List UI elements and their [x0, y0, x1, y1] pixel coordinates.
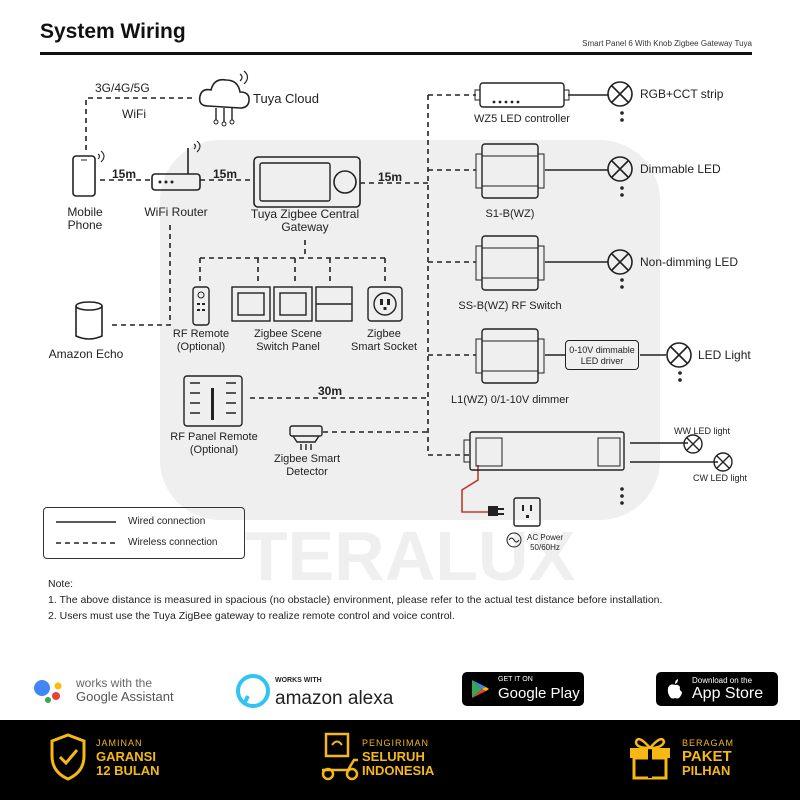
appstore-small: Download on the [692, 676, 753, 685]
amazon-echo-label: Amazon Echo [48, 347, 124, 361]
dimmable-lamp-icon [607, 156, 633, 182]
alexa-icon [236, 674, 270, 708]
gplay-big: Google Play [498, 685, 580, 702]
s1b-dimmer-icon [475, 143, 545, 199]
watermark-text: TERALUX [245, 517, 576, 595]
distance-phone-router: 15m [112, 167, 137, 181]
cw-lamp-icon [713, 452, 733, 472]
header-divider [40, 52, 752, 55]
distance-router-gateway: 15m [213, 167, 238, 181]
cloud-icon [198, 70, 250, 127]
distance-gateway-bus: 15m [378, 170, 403, 184]
note-line-1: 1. The above distance is measured in spa… [48, 594, 663, 606]
footer-shipping-l3: INDONESIA [362, 763, 435, 778]
rf-panel-remote-label: RF Panel Remote (Optional) [170, 431, 258, 456]
mobile-phone-icon [72, 150, 105, 197]
footer-package: BERAGAM PAKET PILHAN [682, 736, 734, 778]
nondim-led-label: Non-dimming LED [640, 255, 739, 269]
rgb-strip-label: RGB+CCT strip [640, 87, 724, 101]
wifi-label: WiFi [122, 107, 146, 121]
smart-detector-label: Zigbee Smart Detector [273, 453, 341, 478]
footer-bar: JAMINAN GARANSI 12 BULAN PENGIRIMAN SELU… [0, 720, 800, 800]
compatibility-badges: works with the Google Assistant WORKS WI… [0, 660, 800, 720]
amazon-echo-icon [75, 301, 103, 340]
google-play-icon [472, 680, 489, 698]
wifi-router-icon [151, 140, 201, 191]
shield-check-icon [50, 733, 86, 781]
footer-warranty-small: JAMINAN [96, 738, 143, 748]
ac-power-label: AC Power 50/60Hz [526, 533, 563, 552]
footer-package-small: BERAGAM [682, 738, 735, 748]
scene-switch-panel-icon [231, 286, 353, 322]
legend-wired: Wired connection [128, 516, 206, 527]
footer-package-l3: PILHAN [682, 763, 731, 778]
app-store-button[interactable]: Download on the App Store [656, 672, 778, 706]
wifi-router-label: WiFi Router [144, 205, 208, 219]
gplay-small: GET IT ON [498, 676, 533, 683]
alexa-big: amazon alexa [275, 688, 394, 709]
footer-warranty-l3: 12 BULAN [96, 763, 160, 778]
page-subtitle: Smart Panel 6 With Knob Zigbee Gateway T… [582, 39, 752, 48]
gateway-icon [253, 156, 361, 208]
footer-package-l2: PAKET [682, 748, 732, 765]
wz5-large-controller-icon [463, 431, 625, 471]
note-line-2: 2. Users must use the Tuya ZigBee gatewa… [48, 610, 455, 622]
google-assistant-badge[interactable]: works with the Google Assistant [76, 676, 174, 704]
cloud-label: Tuya Cloud [253, 91, 319, 106]
delivery-scooter-icon [321, 732, 359, 781]
led-light-lamp-icon [666, 342, 692, 368]
google-assistant-icon [34, 680, 62, 703]
led-light-label: LED Light [698, 348, 751, 362]
scene-switch-panel-label: Zigbee Scene Switch Panel [254, 328, 322, 353]
led-driver-box: 0-10V dimmable LED driver [565, 340, 639, 370]
page-title: System Wiring [40, 20, 186, 43]
rf-remote-icon [192, 286, 210, 326]
cw-led-label: CW LED light [692, 473, 747, 483]
gateway-label: Tuya Zigbee Central Gateway [250, 207, 360, 234]
footer-shipping: PENGIRIMAN SELURUH INDONESIA [362, 736, 434, 778]
footer-warranty-l2: GARANSI [96, 749, 156, 764]
amazon-alexa-badge[interactable]: WORKS WITH amazon alexa [275, 674, 393, 710]
wz5-controller-icon [474, 82, 570, 108]
smart-detector-icon [289, 425, 323, 450]
footer-warranty: JAMINAN GARANSI 12 BULAN [96, 736, 160, 778]
s1b-dimmer-label: S1-B(WZ) [485, 208, 535, 220]
legend-line-samples [56, 521, 116, 544]
notes-section: Note: 1. The above distance is measured … [48, 576, 662, 624]
ac-plug-icon [488, 497, 541, 527]
mobile-phone-label: Mobile Phone [67, 205, 103, 232]
smart-socket-label: Zigbee Smart Socket [350, 328, 418, 353]
notes-heading: Note: [48, 578, 74, 590]
wz5-controller-label: WZ5 LED controller [474, 113, 570, 125]
ssb-rf-switch-icon [475, 235, 545, 291]
rf-panel-remote-icon [183, 375, 243, 427]
footer-shipping-small: PENGIRIMAN [362, 738, 430, 748]
legend-wireless: Wireless connection [128, 537, 218, 548]
gift-box-icon [630, 737, 670, 780]
ac-symbol-icon [506, 532, 522, 548]
google-line-1: works with the [76, 676, 153, 690]
apple-icon [667, 679, 682, 699]
appstore-big: App Store [692, 685, 764, 702]
ssb-rf-switch-label: SS-B(WZ) RF Switch [458, 300, 562, 312]
distance-rf-panel: 30m [318, 384, 343, 398]
l1-dimmer-label: L1(WZ) 0/1-10V dimmer [451, 394, 569, 406]
google-line-2: Google Assistant [76, 689, 174, 704]
rgb-lamp-icon [607, 81, 633, 107]
ww-lamp-icon [683, 434, 703, 454]
teralux-watermark: TERALUX [160, 140, 660, 595]
network-label: 3G/4G/5G [95, 81, 150, 95]
l1-dimmer-icon [475, 328, 545, 384]
ww-led-label: WW LED light [673, 426, 730, 436]
smart-socket-icon [367, 286, 403, 322]
legend-box: Wired connection Wireless connection [43, 507, 245, 559]
dimmable-led-label: Dimmable LED [640, 162, 721, 176]
nondim-lamp-icon [607, 249, 633, 275]
alexa-small: WORKS WITH [275, 677, 322, 684]
google-play-button[interactable]: GET IT ON Google Play [462, 672, 584, 706]
footer-shipping-l2: SELURUH [362, 749, 425, 764]
rf-remote-label: RF Remote (Optional) [172, 328, 230, 353]
